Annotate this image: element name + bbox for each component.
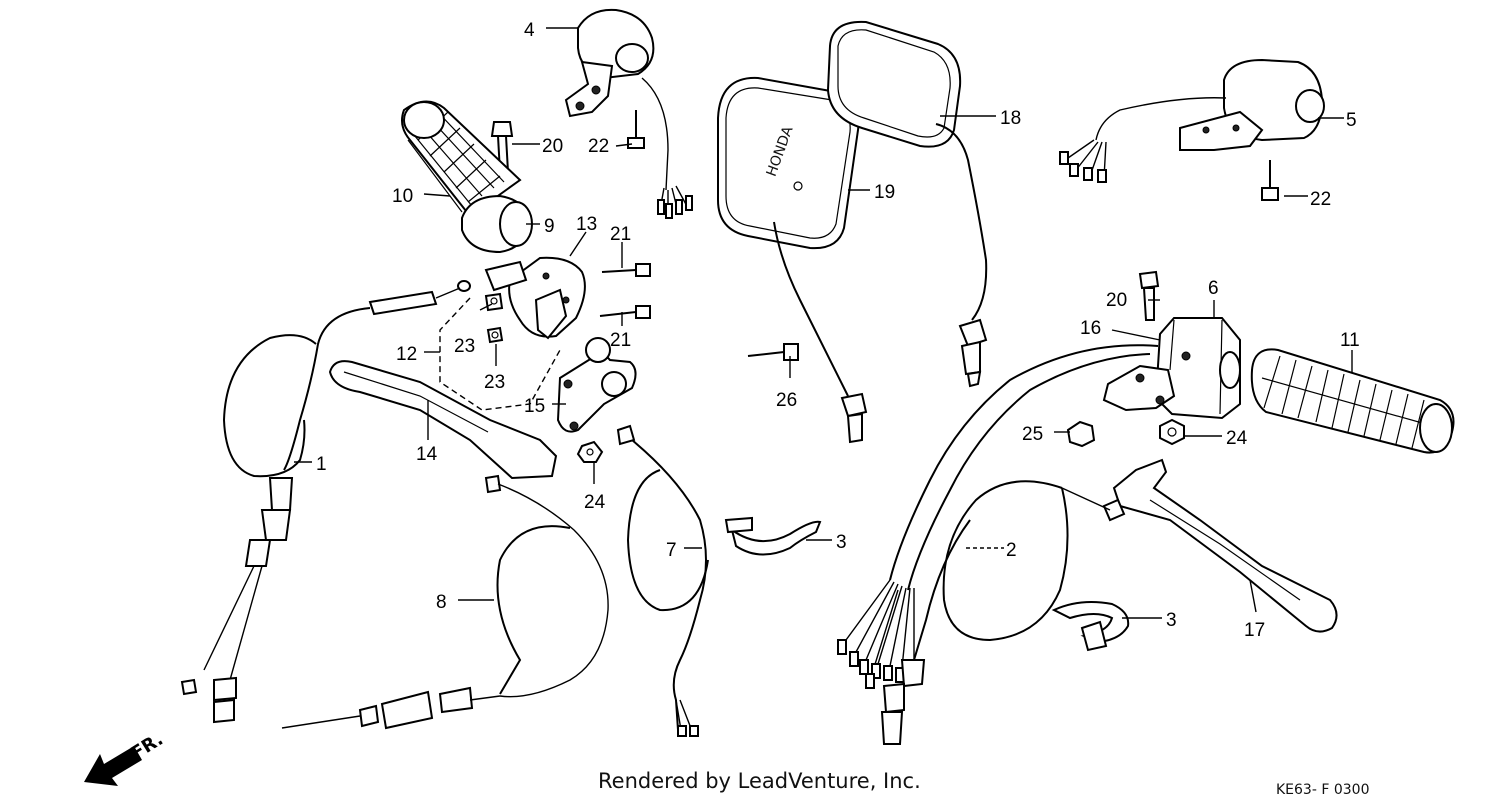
callout-25: 25 <box>1022 424 1043 445</box>
brake-switch-cable <box>880 480 1126 745</box>
callout-19: 19 <box>874 182 895 203</box>
callout-8: 8 <box>436 592 447 613</box>
nut-25 <box>1066 420 1096 448</box>
callout-4: 4 <box>524 20 535 41</box>
callout-23-upper: 23 <box>454 336 475 357</box>
leader-lines <box>294 27 1353 619</box>
bolt-21-upper <box>601 263 651 277</box>
throttle-drum <box>461 194 533 254</box>
callout-15: 15 <box>524 396 545 417</box>
right-grip <box>1250 348 1455 454</box>
washer-23-upper <box>484 292 504 312</box>
brake-master-cylinder <box>1102 317 1241 420</box>
nut-24-left <box>576 440 604 463</box>
front-direction-arrow: FR. <box>84 729 167 786</box>
callout-20-left: 20 <box>542 136 563 157</box>
callout-18: 18 <box>1000 108 1021 129</box>
callout-13: 13 <box>576 214 597 235</box>
bolt-26 <box>747 343 799 361</box>
callout-3-lower: 3 <box>1166 610 1177 631</box>
callout-11: 11 <box>1340 330 1360 351</box>
bracket-12 <box>439 297 561 411</box>
band-3-upper <box>724 516 822 556</box>
clutch-lever <box>328 360 558 480</box>
lever-holder <box>556 337 637 433</box>
wiring-7 <box>616 424 709 737</box>
callout-21-upper: 21 <box>610 224 631 245</box>
screw-22-left <box>627 110 645 149</box>
callout-10: 10 <box>392 186 413 207</box>
left-switch-housing <box>564 8 693 219</box>
callout-3-upper: 3 <box>836 532 847 553</box>
callout-2: 2 <box>1006 540 1017 561</box>
callout-12: 12 <box>396 344 417 365</box>
callout-23-lower: 23 <box>484 372 505 393</box>
throttle-cable <box>180 280 471 724</box>
mirror-18 <box>826 20 988 388</box>
right-switch-housing <box>1059 58 1325 183</box>
callout-7: 7 <box>666 540 677 561</box>
callout-21-lower: 21 <box>610 330 631 351</box>
bolt-20-right <box>1138 270 1160 321</box>
brake-lever <box>1112 458 1338 633</box>
callout-14: 14 <box>416 444 438 465</box>
footer-credit: Rendered by LeadVenture, Inc. <box>598 769 921 793</box>
callout-22-left: 22 <box>588 136 609 157</box>
callout-22-right: 22 <box>1310 189 1331 210</box>
callout-16: 16 <box>1080 318 1101 339</box>
diagram-code: KE63- F 0300 <box>1276 782 1369 798</box>
callout-24-right: 24 <box>1226 428 1248 449</box>
washer-23-lower <box>486 326 504 344</box>
band-3-lower <box>1051 601 1130 652</box>
callout-5: 5 <box>1346 110 1357 131</box>
throttle-housing <box>484 256 586 340</box>
screw-22-right <box>1261 160 1279 201</box>
callout-17: 17 <box>1244 620 1265 641</box>
callout-26: 26 <box>776 390 797 411</box>
nut-24-right <box>1159 418 1185 446</box>
callout-labels: 4 5 22 6 20 16 11 25 24 22 20 10 9 13 21… <box>316 20 1360 641</box>
front-arrow-icon <box>84 746 142 786</box>
callout-9: 9 <box>544 216 555 237</box>
throttle-grip <box>401 100 522 218</box>
mirror-19: HONDA <box>717 76 868 444</box>
callout-1: 1 <box>316 454 327 475</box>
clutch-cable <box>281 474 609 730</box>
callout-6: 6 <box>1208 278 1219 299</box>
bolt-21-lower <box>599 305 651 319</box>
callout-20-right: 20 <box>1106 290 1127 311</box>
callout-24-left: 24 <box>584 492 606 513</box>
